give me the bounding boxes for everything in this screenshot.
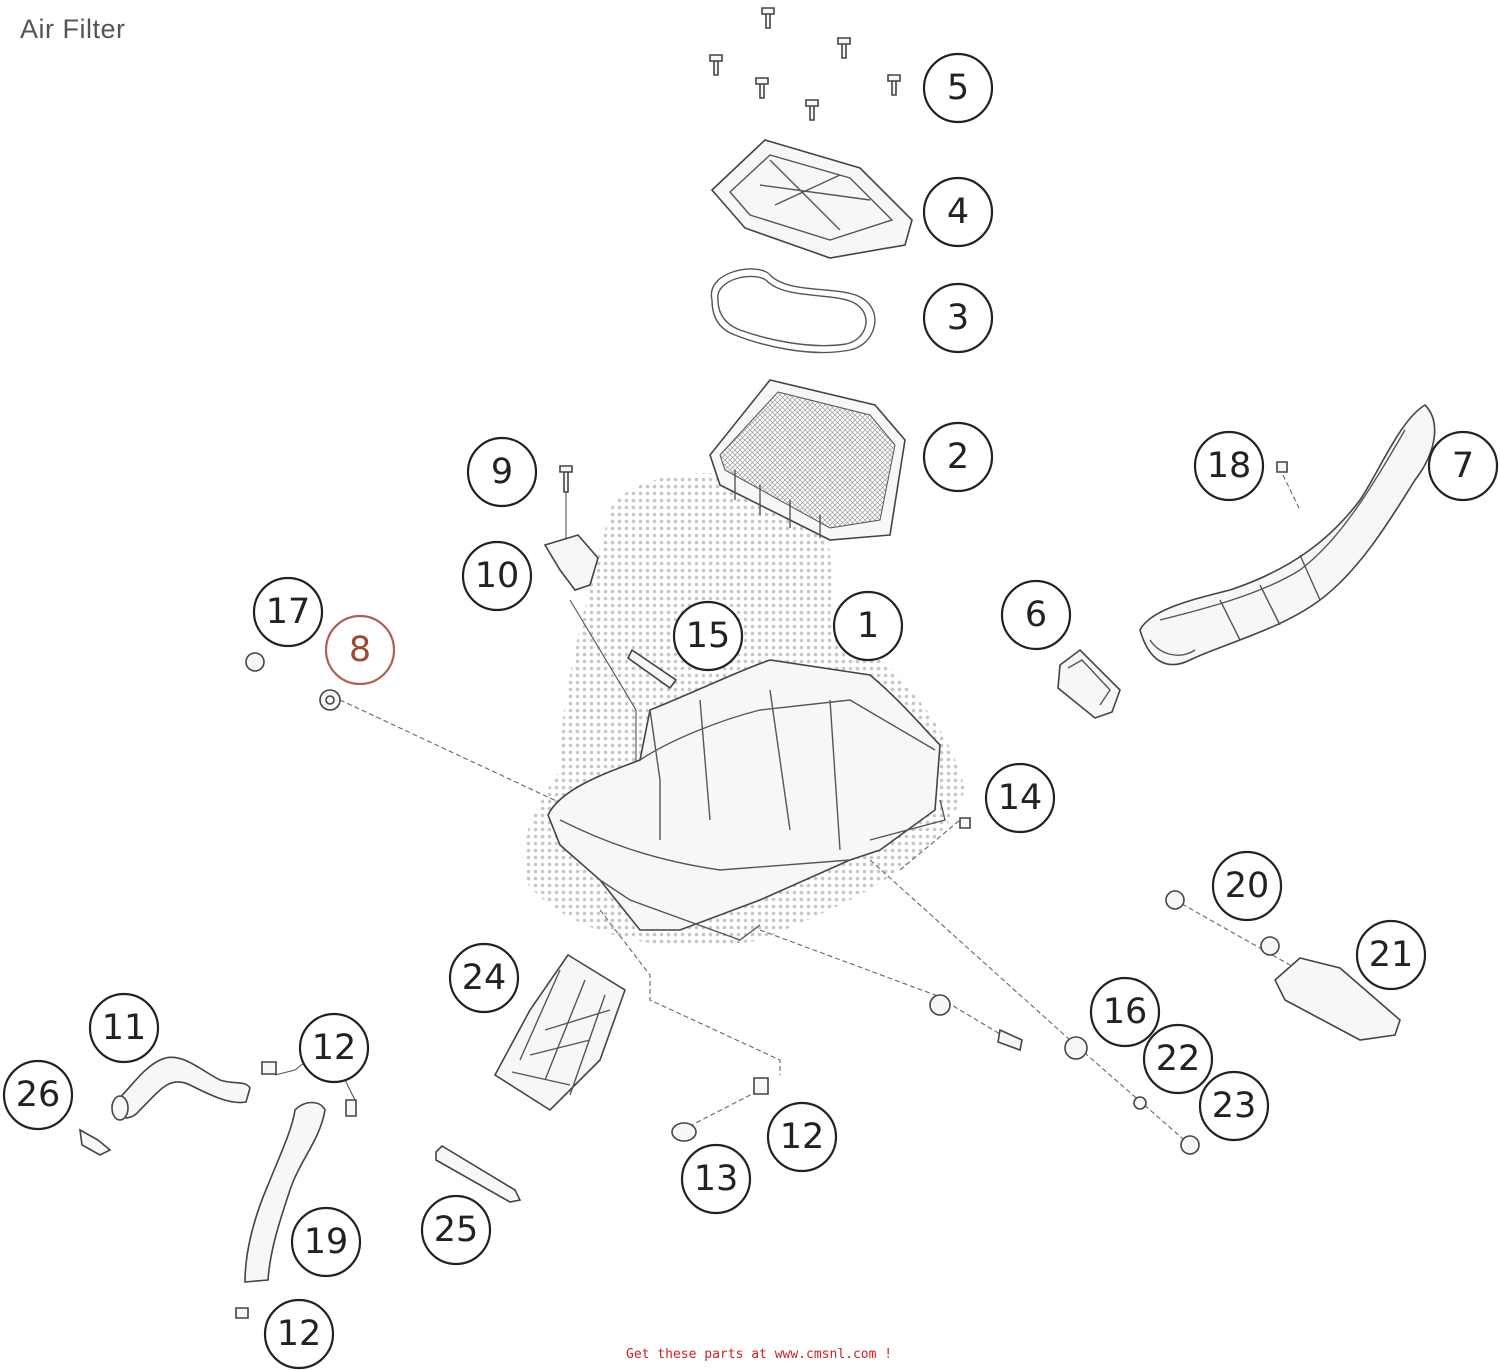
svg-text:19: 19 xyxy=(304,1222,349,1262)
callout-1[interactable]: 1 xyxy=(832,590,904,662)
intake-boot-part xyxy=(493,953,626,1112)
callout-15[interactable]: 15 xyxy=(672,600,744,672)
svg-text:10: 10 xyxy=(475,556,520,596)
mount-bracket-part xyxy=(1165,890,1401,1041)
screws-part xyxy=(709,7,901,121)
intake-snorkel-part xyxy=(1139,403,1436,666)
callout-21[interactable]: 21 xyxy=(1355,919,1427,991)
svg-text:15: 15 xyxy=(686,616,731,656)
seal-ring-part xyxy=(710,268,876,354)
mount-rubber-part xyxy=(929,994,1200,1155)
callout-20[interactable]: 20 xyxy=(1211,850,1283,922)
callout-22[interactable]: 22 xyxy=(1142,1023,1214,1095)
page-title: Air Filter xyxy=(20,14,126,44)
svg-text:21: 21 xyxy=(1369,935,1414,975)
air-filter-element-part xyxy=(709,379,906,541)
svg-text:3: 3 xyxy=(947,298,969,338)
svg-text:8: 8 xyxy=(349,630,371,670)
svg-text:12: 12 xyxy=(780,1117,825,1157)
callout-12-a[interactable]: 12 xyxy=(298,1012,370,1084)
svg-text:26: 26 xyxy=(16,1075,61,1115)
svg-text:11: 11 xyxy=(102,1008,147,1048)
callout-9[interactable]: 9 xyxy=(466,436,538,508)
svg-text:6: 6 xyxy=(1025,595,1047,635)
svg-text:22: 22 xyxy=(1156,1039,1201,1079)
svg-text:23: 23 xyxy=(1212,1086,1257,1126)
callout-5[interactable]: 5 xyxy=(922,52,994,124)
callout-7[interactable]: 7 xyxy=(1427,430,1499,502)
callout-12-b[interactable]: 12 xyxy=(766,1101,838,1173)
svg-text:9: 9 xyxy=(491,452,513,492)
breather-hose-part xyxy=(111,1056,251,1121)
grommet-part xyxy=(1057,648,1121,719)
callout-12-c[interactable]: 12 xyxy=(263,1298,335,1370)
svg-text:20: 20 xyxy=(1225,866,1270,906)
svg-text:17: 17 xyxy=(266,592,311,632)
svg-text:25: 25 xyxy=(434,1210,479,1250)
svg-text:14: 14 xyxy=(998,778,1043,818)
callout-4[interactable]: 4 xyxy=(922,176,994,248)
svg-text:7: 7 xyxy=(1452,446,1474,486)
svg-text:2: 2 xyxy=(947,437,969,477)
callout-26[interactable]: 26 xyxy=(2,1059,74,1131)
svg-text:18: 18 xyxy=(1207,446,1252,486)
callout-11[interactable]: 11 xyxy=(88,992,160,1064)
callout-25[interactable]: 25 xyxy=(420,1194,492,1266)
svg-text:13: 13 xyxy=(694,1159,739,1199)
airbox-part xyxy=(547,648,946,941)
callout-17[interactable]: 17 xyxy=(252,576,324,648)
footer-link[interactable]: Get these parts at www.cmsnl.com ! xyxy=(626,1347,893,1362)
callout-23[interactable]: 23 xyxy=(1198,1070,1270,1142)
svg-text:12: 12 xyxy=(312,1028,357,1068)
svg-text:24: 24 xyxy=(462,958,507,998)
callout-2[interactable]: 2 xyxy=(922,421,994,493)
svg-text:16: 16 xyxy=(1103,992,1148,1032)
rod-part xyxy=(435,1144,522,1203)
callout-10[interactable]: 10 xyxy=(461,540,533,612)
callout-24[interactable]: 24 xyxy=(448,942,520,1014)
small-screws-part xyxy=(959,461,1288,829)
callout-13[interactable]: 13 xyxy=(680,1143,752,1215)
callout-19[interactable]: 19 xyxy=(290,1206,362,1278)
callout-6[interactable]: 6 xyxy=(1000,579,1072,651)
callout-8[interactable]: 8 xyxy=(324,614,396,686)
bolt-washer-part xyxy=(245,652,341,711)
svg-text:12: 12 xyxy=(277,1314,322,1354)
callout-16[interactable]: 16 xyxy=(1089,976,1161,1048)
callout-3[interactable]: 3 xyxy=(922,282,994,354)
svg-text:4: 4 xyxy=(947,192,969,232)
plug-part xyxy=(671,1122,697,1142)
clamps-part xyxy=(78,1061,769,1319)
callout-18[interactable]: 18 xyxy=(1193,430,1265,502)
bracket-part xyxy=(543,465,599,591)
drain-hose-part xyxy=(244,1101,326,1283)
filter-cover-part xyxy=(710,139,913,259)
svg-text:5: 5 xyxy=(947,68,969,108)
svg-text:1: 1 xyxy=(857,606,879,646)
callout-14[interactable]: 14 xyxy=(984,762,1056,834)
